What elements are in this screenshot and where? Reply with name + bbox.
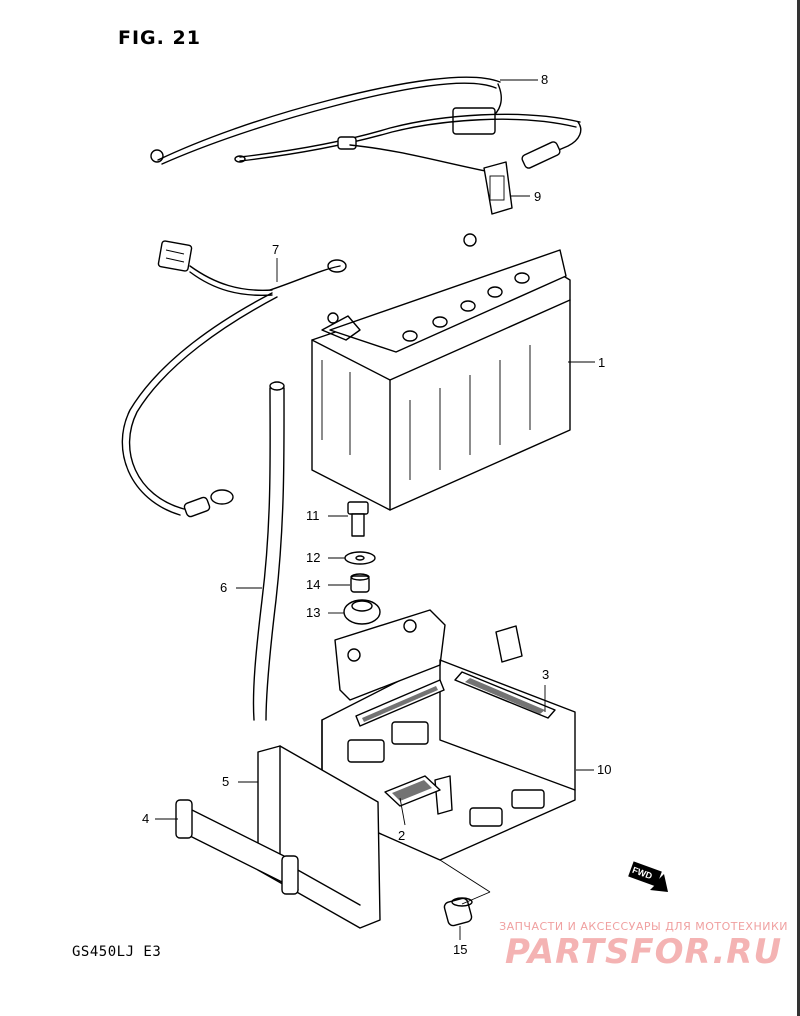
callout-6: 6 [220,580,228,595]
part-10-battery-case [321,609,576,861]
callout-14: 14 [306,577,321,592]
figure-title: FIG. 21 [118,27,201,49]
fwd-arrow-icon [628,861,668,892]
callout-1: 1 [598,355,606,370]
callout-5: 5 [222,774,230,789]
part-3-pad [355,671,556,727]
part-2-pad [384,775,441,807]
callout-11: 11 [306,508,320,523]
callout-8: 8 [541,72,549,87]
part-9-fuse-holder [483,161,513,215]
watermark-tagline: ЗАПЧАСТИ И АКСЕССУАРЫ ДЛЯ МОТОТЕХНИКИ [499,920,788,933]
callout-13: 13 [306,605,321,620]
part-12-washer [344,551,376,565]
callout-2: 2 [398,828,406,843]
callout-10: 10 [597,762,612,777]
model-code: GS450LJ E3 [72,944,162,960]
callout-9: 9 [534,189,542,204]
part-13-cushion [343,599,381,625]
part-8-harness [150,76,582,173]
callout-12: 12 [306,550,321,565]
part-4-band [175,799,299,895]
watermark: ЗАПЧАСТИ И АКСЕССУАРЫ ДЛЯ МОТОТЕХНИКИ PA… [499,920,788,971]
part-11-bolt [347,501,369,537]
watermark-brand: PARTSFOR.RU [504,932,783,972]
part-7-lead-wire [121,240,347,518]
part-15-collar [443,897,473,927]
leader-lines [155,79,595,940]
callout-15: 15 [453,942,468,957]
part-1-battery [311,233,571,511]
right-border [797,0,800,1016]
callout-7: 7 [272,242,280,257]
callout-3: 3 [542,667,550,682]
callout-4: 4 [142,811,150,826]
part-14-spacer [350,573,370,593]
part-6-breather-tube [252,381,285,721]
